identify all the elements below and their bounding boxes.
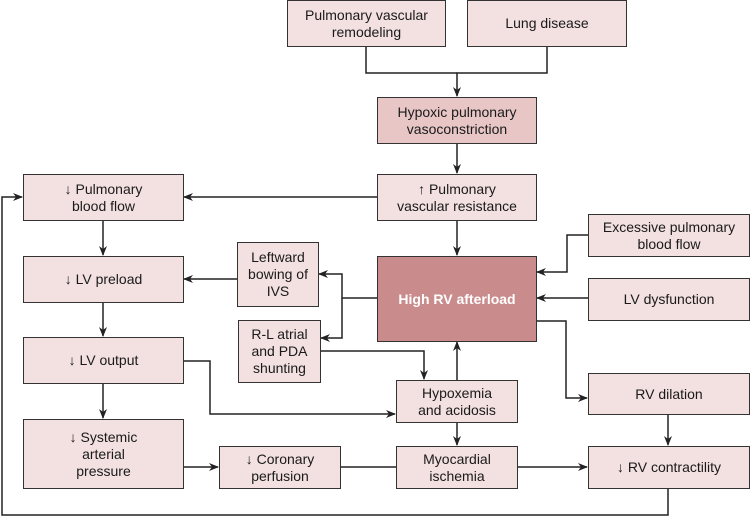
node-label: ↑ Pulmonary vascular resistance	[397, 180, 517, 214]
node-label: ↓ RV contractility	[617, 459, 721, 475]
edge-rv-afterload-to-ivs	[318, 270, 377, 299]
node-label: Myocardial ischemia	[423, 450, 491, 484]
node-rv-dilation: RV dilation	[588, 373, 750, 415]
edge-rv-afterload-to-rv-dilation	[536, 320, 588, 402]
node-decreased-pulmonary-blood-flow: ↓ Pulmonary blood flow	[23, 174, 184, 221]
node-hypoxic-pulmonary-vasoconstriction: Hypoxic pulmonary vasoconstriction	[377, 97, 537, 144]
node-label: ↓ LV preload	[64, 271, 143, 287]
node-increased-pulmonary-vascular-resistance: ↑ Pulmonary vascular resistance	[377, 174, 537, 221]
edge-shunt-to-hypoxemia	[320, 350, 428, 380]
node-label: Hypoxemia and acidosis	[418, 384, 496, 418]
node-label: High RV afterload	[398, 290, 516, 307]
node-rl-atrial-pda-shunting: R-L atrial and PDA shunting	[238, 320, 321, 383]
node-lv-dysfunction: LV dysfunction	[588, 278, 750, 321]
edge-lung-disease-to-hypoxic	[453, 46, 548, 97]
node-high-rv-afterload: High RV afterload	[377, 256, 537, 342]
node-label: Hypoxic pulmonary vasoconstriction	[397, 103, 517, 137]
node-label: Lung disease	[505, 15, 589, 31]
node-lung-disease: Lung disease	[467, 0, 627, 47]
node-decreased-lv-output: ↓ LV output	[23, 337, 184, 384]
node-label: LV dysfunction	[623, 291, 715, 307]
node-label: ↓ LV output	[68, 352, 139, 368]
node-decreased-rv-contractility: ↓ RV contractility	[588, 446, 750, 489]
edge-excessive-flow-to-rv-afterload	[536, 234, 588, 276]
edge-rv-afterload-to-shunt	[320, 298, 343, 342]
node-label: ↓ Coronary perfusion	[245, 450, 315, 484]
node-decreased-coronary-perfusion: ↓ Coronary perfusion	[219, 446, 341, 489]
node-label: R-L atrial and PDA shunting	[251, 326, 308, 376]
node-leftward-bowing-ivs: Leftward bowing of IVS	[237, 242, 319, 307]
node-hypoxemia-acidosis: Hypoxemia and acidosis	[396, 380, 518, 423]
node-decreased-lv-preload: ↓ LV preload	[23, 256, 184, 303]
node-label: Excessive pulmonary blood flow	[602, 218, 736, 252]
node-label: ↓ Pulmonary blood flow	[64, 180, 143, 214]
node-decreased-systemic-arterial-pressure: ↓ Systemic arterial pressure	[23, 419, 184, 489]
node-label: RV dilation	[635, 385, 703, 402]
node-label: Pulmonary vascular remodeling	[305, 6, 428, 40]
node-pulmonary-vascular-remodeling: Pulmonary vascular remodeling	[287, 0, 446, 47]
node-excessive-pulmonary-blood-flow: Excessive pulmonary blood flow	[588, 214, 750, 257]
edge-lv-output-to-hypoxemia	[183, 360, 396, 418]
edge-rv-contractility-to-pulmonary-blood-flow	[1, 193, 669, 516]
node-myocardial-ischemia: Myocardial ischemia	[396, 446, 518, 489]
edge-remodeling-to-hypoxic	[365, 46, 457, 74]
node-label: ↓ Systemic arterial pressure	[69, 428, 138, 479]
node-label: Leftward bowing of IVS	[248, 249, 308, 299]
